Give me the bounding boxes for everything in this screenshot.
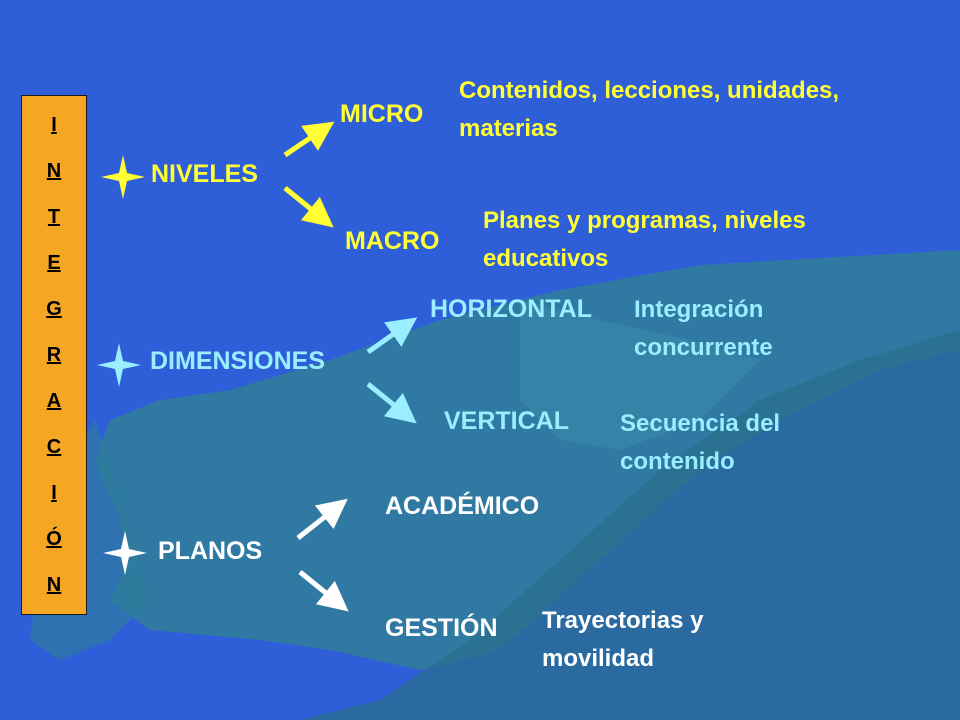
- micro-label: MICRO: [340, 100, 424, 128]
- horizontal-label: HORIZONTAL: [430, 295, 593, 323]
- micro-desc: Contenidos, lecciones, unidades, materia…: [459, 77, 840, 142]
- macro-label: MACRO: [345, 227, 440, 255]
- letter-7: A: [46, 390, 62, 412]
- academico-label: ACADÉMICO: [385, 492, 540, 520]
- letter-6: R: [46, 344, 62, 366]
- letter-1: I: [51, 114, 57, 136]
- arrow-icon: [283, 121, 335, 158]
- niveles-label: NIVELES: [151, 160, 258, 188]
- arrow-icon: [283, 186, 334, 228]
- letter-2: N: [46, 160, 62, 182]
- letter-4: E: [47, 252, 61, 274]
- horizontal-desc: Integración concurrente: [634, 296, 773, 361]
- star-icon: [97, 343, 141, 387]
- star-icon: [101, 155, 145, 199]
- star-icon: [103, 531, 147, 575]
- gestion-label: GESTIÓN: [385, 614, 498, 642]
- vertical-desc: Secuencia del contenido: [620, 410, 781, 475]
- planos-label: PLANOS: [158, 537, 263, 565]
- letter-9: I: [51, 482, 57, 504]
- letter-10: Ó: [46, 528, 62, 550]
- arrow-icon: [298, 570, 349, 612]
- gestion-desc: Trayectorias y movilidad: [542, 607, 704, 672]
- dimensiones-label: DIMENSIONES: [150, 347, 326, 375]
- letter-8: C: [46, 436, 62, 458]
- arrow-icon: [296, 498, 348, 540]
- letter-11: N: [46, 574, 62, 596]
- arrow-icon: [366, 317, 418, 355]
- macro-desc: Planes y programas, niveles educativos: [483, 207, 806, 272]
- letter-3: T: [47, 206, 61, 228]
- arrow-icon: [366, 382, 417, 424]
- integracion-vertical-box: I N T E G R A C I Ó N: [21, 95, 87, 615]
- letter-5: G: [46, 298, 62, 320]
- vertical-label: VERTICAL: [444, 407, 569, 435]
